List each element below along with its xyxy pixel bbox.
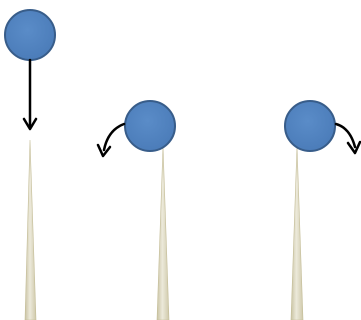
curved-right-arrow-icon <box>334 122 361 155</box>
curved-left-arrow-icon <box>96 122 126 158</box>
spike <box>156 145 170 320</box>
ball <box>284 100 336 152</box>
panel-tipping-left <box>96 100 176 320</box>
down-arrow-icon <box>22 58 38 131</box>
ball <box>124 100 176 152</box>
spike <box>290 145 304 320</box>
panel-tipping-right <box>284 100 361 320</box>
spike <box>24 139 37 320</box>
ball <box>4 9 56 61</box>
panel-dropping <box>4 9 56 320</box>
